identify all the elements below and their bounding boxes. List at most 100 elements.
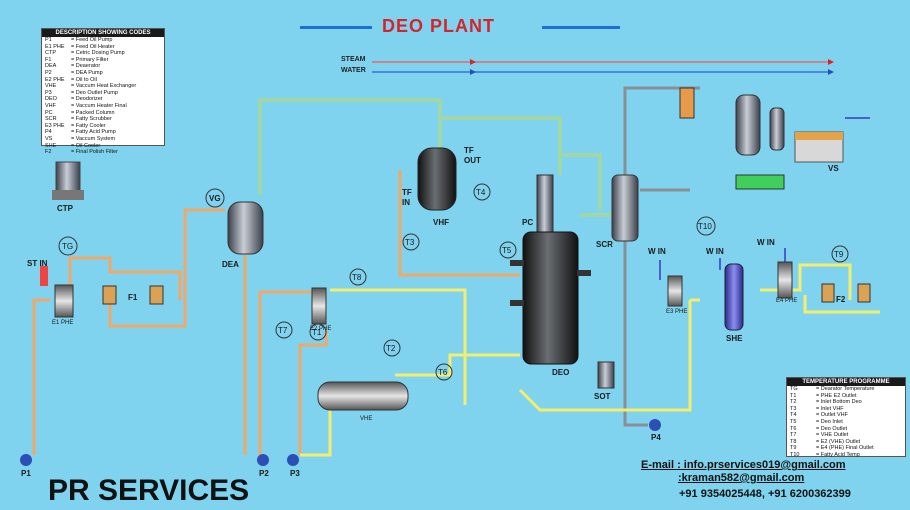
temperature-row: T4 = Outlet VHF <box>787 412 905 419</box>
temperature-legend: TEMPERATURE PROGRAMME TG = Dearator Tempe… <box>786 377 906 459</box>
steam-arrow <box>828 59 834 65</box>
temperature-text: = Outlet VHF <box>816 412 848 419</box>
description-code: DEO <box>45 96 57 103</box>
description-text: = Primary Filter <box>71 56 109 63</box>
description-row: P3 = Deo Outlet Pump <box>42 90 164 97</box>
temperature-row: T3= Inlet VHF <box>787 406 905 413</box>
temperature-code: T4 <box>790 412 797 419</box>
packed-column <box>536 174 554 236</box>
temperature-code: T2 <box>790 399 797 406</box>
tf-out-label-2: OUT <box>464 156 481 165</box>
pc-label: PC <box>522 218 534 227</box>
feed-oil-pipes <box>32 170 520 455</box>
contact-email-1[interactable]: E-mail : info.prservices019@gmail.com <box>641 459 846 471</box>
description-row: PC= Packed Column <box>42 110 164 117</box>
scr-label: SCR <box>596 240 613 249</box>
p2-label: P2 <box>259 469 269 478</box>
description-row: F2 = Final Polish Filter <box>42 149 164 156</box>
sot-tank <box>597 361 615 389</box>
temperature-text: = Deo Outlet <box>816 425 848 432</box>
pump-p3 <box>287 454 299 466</box>
tag-t5: T5 <box>502 246 512 255</box>
description-code: VHF <box>45 102 56 109</box>
e4-phe-exchanger <box>777 261 793 299</box>
description-text: = Deo Outlet Pump <box>71 89 118 96</box>
vapour-pipes <box>258 98 620 217</box>
description-code: E1 PHE <box>45 43 65 50</box>
temperature-text: = PHE E2 Outlet <box>816 392 857 399</box>
brand-name: PR SERVICES <box>48 474 250 507</box>
description-text: = Deodorizer <box>71 96 103 103</box>
vg-label: VG <box>209 194 221 203</box>
description-row: CTP= Cetric Dosing Pump <box>42 50 164 57</box>
temperature-row: T1 = PHE E2 Outlet <box>787 393 905 400</box>
tf-out-label-1: TF <box>464 146 474 155</box>
description-row: SCR= Fatty Scrubber <box>42 116 164 123</box>
description-text: = Fatty Cooler <box>71 122 106 129</box>
water-label: WATER <box>341 67 366 74</box>
temperature-code: TG <box>790 386 798 392</box>
w-in-label-2: W IN <box>706 247 724 256</box>
description-row: E1 PHE= Feed Oil Heater <box>42 44 164 51</box>
pump-p2 <box>257 454 269 466</box>
e2-phe-label: E2 PHE <box>310 326 332 332</box>
e3-phe-exchanger <box>667 275 683 307</box>
title-block: DEO PLANT <box>300 14 620 40</box>
p4-label: P4 <box>651 433 661 442</box>
description-row: P1= Feed Oil Pump <box>42 37 164 44</box>
f1-filters <box>102 285 164 305</box>
description-code: SCR <box>45 116 57 123</box>
temperature-code: T7 <box>790 432 797 439</box>
dea-label: DEA <box>222 260 239 269</box>
temperature-text: = VHE Outlet <box>816 432 849 439</box>
e1-phe-label: E1 PHE <box>52 320 74 326</box>
description-text: = Vaccum Heater Final <box>71 102 127 109</box>
description-row: DEA = Deaerator <box>42 63 164 70</box>
description-row: VHE= Vaccum Heat Exchanger <box>42 83 164 90</box>
temperature-text: = E4 (PHE) Final Outlet <box>816 445 874 452</box>
ctp-unit <box>52 161 84 200</box>
vhf-heater <box>417 147 457 211</box>
temperature-code: T1 <box>790 392 797 399</box>
temperature-row: T10 = Fatty Acid Temp <box>787 452 905 459</box>
e3-phe-label: E3 PHE <box>666 309 688 315</box>
description-code: F2 <box>45 149 52 156</box>
temperature-text: = Deo Inlet <box>816 418 843 425</box>
steam-label: STEAM <box>341 56 366 63</box>
temperature-code: T5 <box>790 418 797 425</box>
description-row: E2 PHE = Oil to Oil <box>42 77 164 84</box>
description-code: DEA <box>45 63 57 70</box>
deodorizer <box>510 231 591 365</box>
description-code: P4 <box>45 129 52 136</box>
tf-in-label-1: TF <box>402 188 412 197</box>
description-code: F1 <box>45 56 52 63</box>
pump-p1 <box>20 454 32 466</box>
temperature-code: T10 <box>790 451 800 458</box>
temperature-heading: TEMPERATURE PROGRAMME <box>787 378 905 386</box>
temperature-code: T8 <box>790 438 797 445</box>
description-text: = Oil to Oil <box>71 76 97 83</box>
fatty-scrubber <box>611 174 639 242</box>
page-title: DEO PLANT <box>382 16 496 36</box>
description-row: P4 = Fatty Acid Pump <box>42 129 164 136</box>
temperature-text: = Fatty Acid Temp <box>816 451 860 458</box>
e2-phe-exchanger <box>311 287 327 325</box>
st-in-label: ST IN <box>27 259 48 268</box>
f2-filters <box>821 283 871 303</box>
description-text: = Fatty Acid Pump <box>71 129 116 136</box>
description-code: E3 PHE <box>45 122 65 129</box>
pumps <box>20 419 661 466</box>
description-code: E2 PHE <box>45 76 65 83</box>
tag-t8: T8 <box>352 273 362 282</box>
description-text: = Final Polish Filter <box>71 149 118 156</box>
description-text: = Deaerator <box>71 63 101 70</box>
temperature-text: = Dearator Temperature <box>816 386 875 392</box>
tag-t10: T10 <box>698 222 712 231</box>
temperature-code: T9 <box>790 445 797 452</box>
she-label: SHE <box>726 334 743 343</box>
description-code: P2 <box>45 69 52 76</box>
description-code: P3 <box>45 89 52 96</box>
temperature-row: TG = Dearator Temperature <box>787 386 905 393</box>
contact-email-2[interactable]: :kraman582@gmail.com <box>678 472 805 484</box>
